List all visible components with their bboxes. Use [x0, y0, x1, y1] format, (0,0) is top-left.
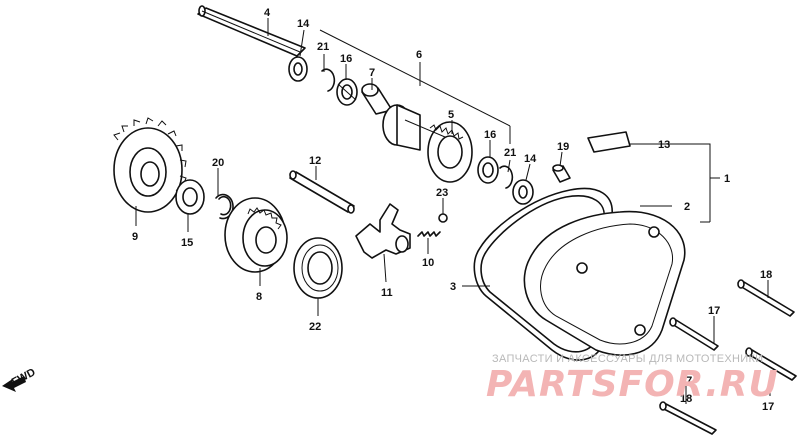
label-part-16: 16 — [340, 53, 352, 65]
part-shaft-12 — [289, 170, 355, 214]
part-washer-14-top — [288, 56, 308, 82]
fwd-label: FWD — [10, 366, 38, 388]
label-part-9: 9 — [132, 231, 138, 243]
label-part-18-bottom: 18 — [680, 393, 692, 405]
part-bolt-17-right — [745, 347, 797, 381]
part-shaft-4 — [197, 5, 306, 57]
fwd-indicator: FWD — [2, 366, 38, 392]
label-part-21: 21 — [317, 41, 329, 53]
label-part-4: 4 — [264, 7, 271, 19]
part-gear-9 — [113, 117, 187, 213]
label-part-3: 3 — [450, 281, 456, 293]
part-bearing-16-top — [336, 78, 358, 106]
label-part-10: 10 — [422, 257, 434, 269]
label-part-22: 22 — [309, 321, 321, 333]
part-washer-14-right — [512, 179, 534, 205]
label-part-18: 18 — [760, 269, 772, 281]
label-part-1: 1 — [724, 173, 730, 185]
part-ball-23 — [438, 213, 448, 223]
part-bearing-22 — [293, 237, 343, 299]
part-gasket-3 — [473, 187, 613, 361]
label-part-6: 6 — [416, 49, 422, 61]
part-spring-10 — [417, 231, 441, 237]
part-label-plate-13 — [587, 131, 631, 153]
label-part-11: 11 — [381, 287, 393, 299]
label-part-8: 8 — [256, 291, 262, 303]
watermark-caption: ЗАПЧАСТИ И АКСЕССУАРЫ ДЛЯ МОТОТЕХНИКИ — [492, 353, 763, 365]
part-engine-cover-2 — [523, 210, 686, 356]
label-part-12: 12 — [309, 155, 321, 167]
part-bolt-17-mid — [669, 317, 719, 351]
part-gear-shaft-5 — [382, 104, 473, 183]
part-bolt-18-top — [737, 279, 795, 317]
label-part-14-right: 14 — [524, 153, 537, 165]
label-part-14: 14 — [297, 18, 310, 30]
label-part-5: 5 — [448, 109, 454, 121]
part-pin-19 — [552, 164, 571, 183]
part-circlip-21-right — [499, 165, 514, 189]
watermark-brand: PARTSFOR.RU — [486, 364, 779, 405]
label-part-20: 20 — [212, 157, 224, 169]
part-bearing-16-right — [477, 156, 499, 184]
label-part-21-right: 21 — [504, 147, 516, 159]
watermark: ЗАПЧАСТИ И АКСЕССУАРЫ ДЛЯ МОТОТЕХНИКИ PA… — [486, 353, 779, 405]
fwd-arrow-icon — [2, 376, 26, 392]
label-part-13: 13 — [658, 139, 670, 151]
part-labels: 4 14 21 16 7 6 5 16 21 14 19 13 1 2 3 20… — [132, 7, 774, 413]
part-circlip-20 — [215, 193, 234, 220]
part-gear-8 — [224, 197, 288, 273]
part-circlip-21-top — [321, 68, 336, 92]
label-part-7: 7 — [369, 67, 375, 79]
label-part-2: 2 — [684, 201, 690, 213]
label-part-17: 17 — [708, 305, 720, 317]
label-part-16-right: 16 — [484, 129, 496, 141]
part-shift-fork-11 — [355, 203, 411, 259]
leader-lines — [135, 18, 771, 404]
label-part-19: 19 — [557, 141, 569, 153]
label-part-17-right: 17 — [762, 401, 774, 413]
part-bolt-18-bottom — [659, 401, 717, 435]
label-part-23: 23 — [436, 187, 448, 199]
label-part-15: 15 — [181, 237, 193, 249]
label-part-17-bottom: 17 — [680, 375, 692, 387]
part-washer-15 — [175, 179, 205, 215]
